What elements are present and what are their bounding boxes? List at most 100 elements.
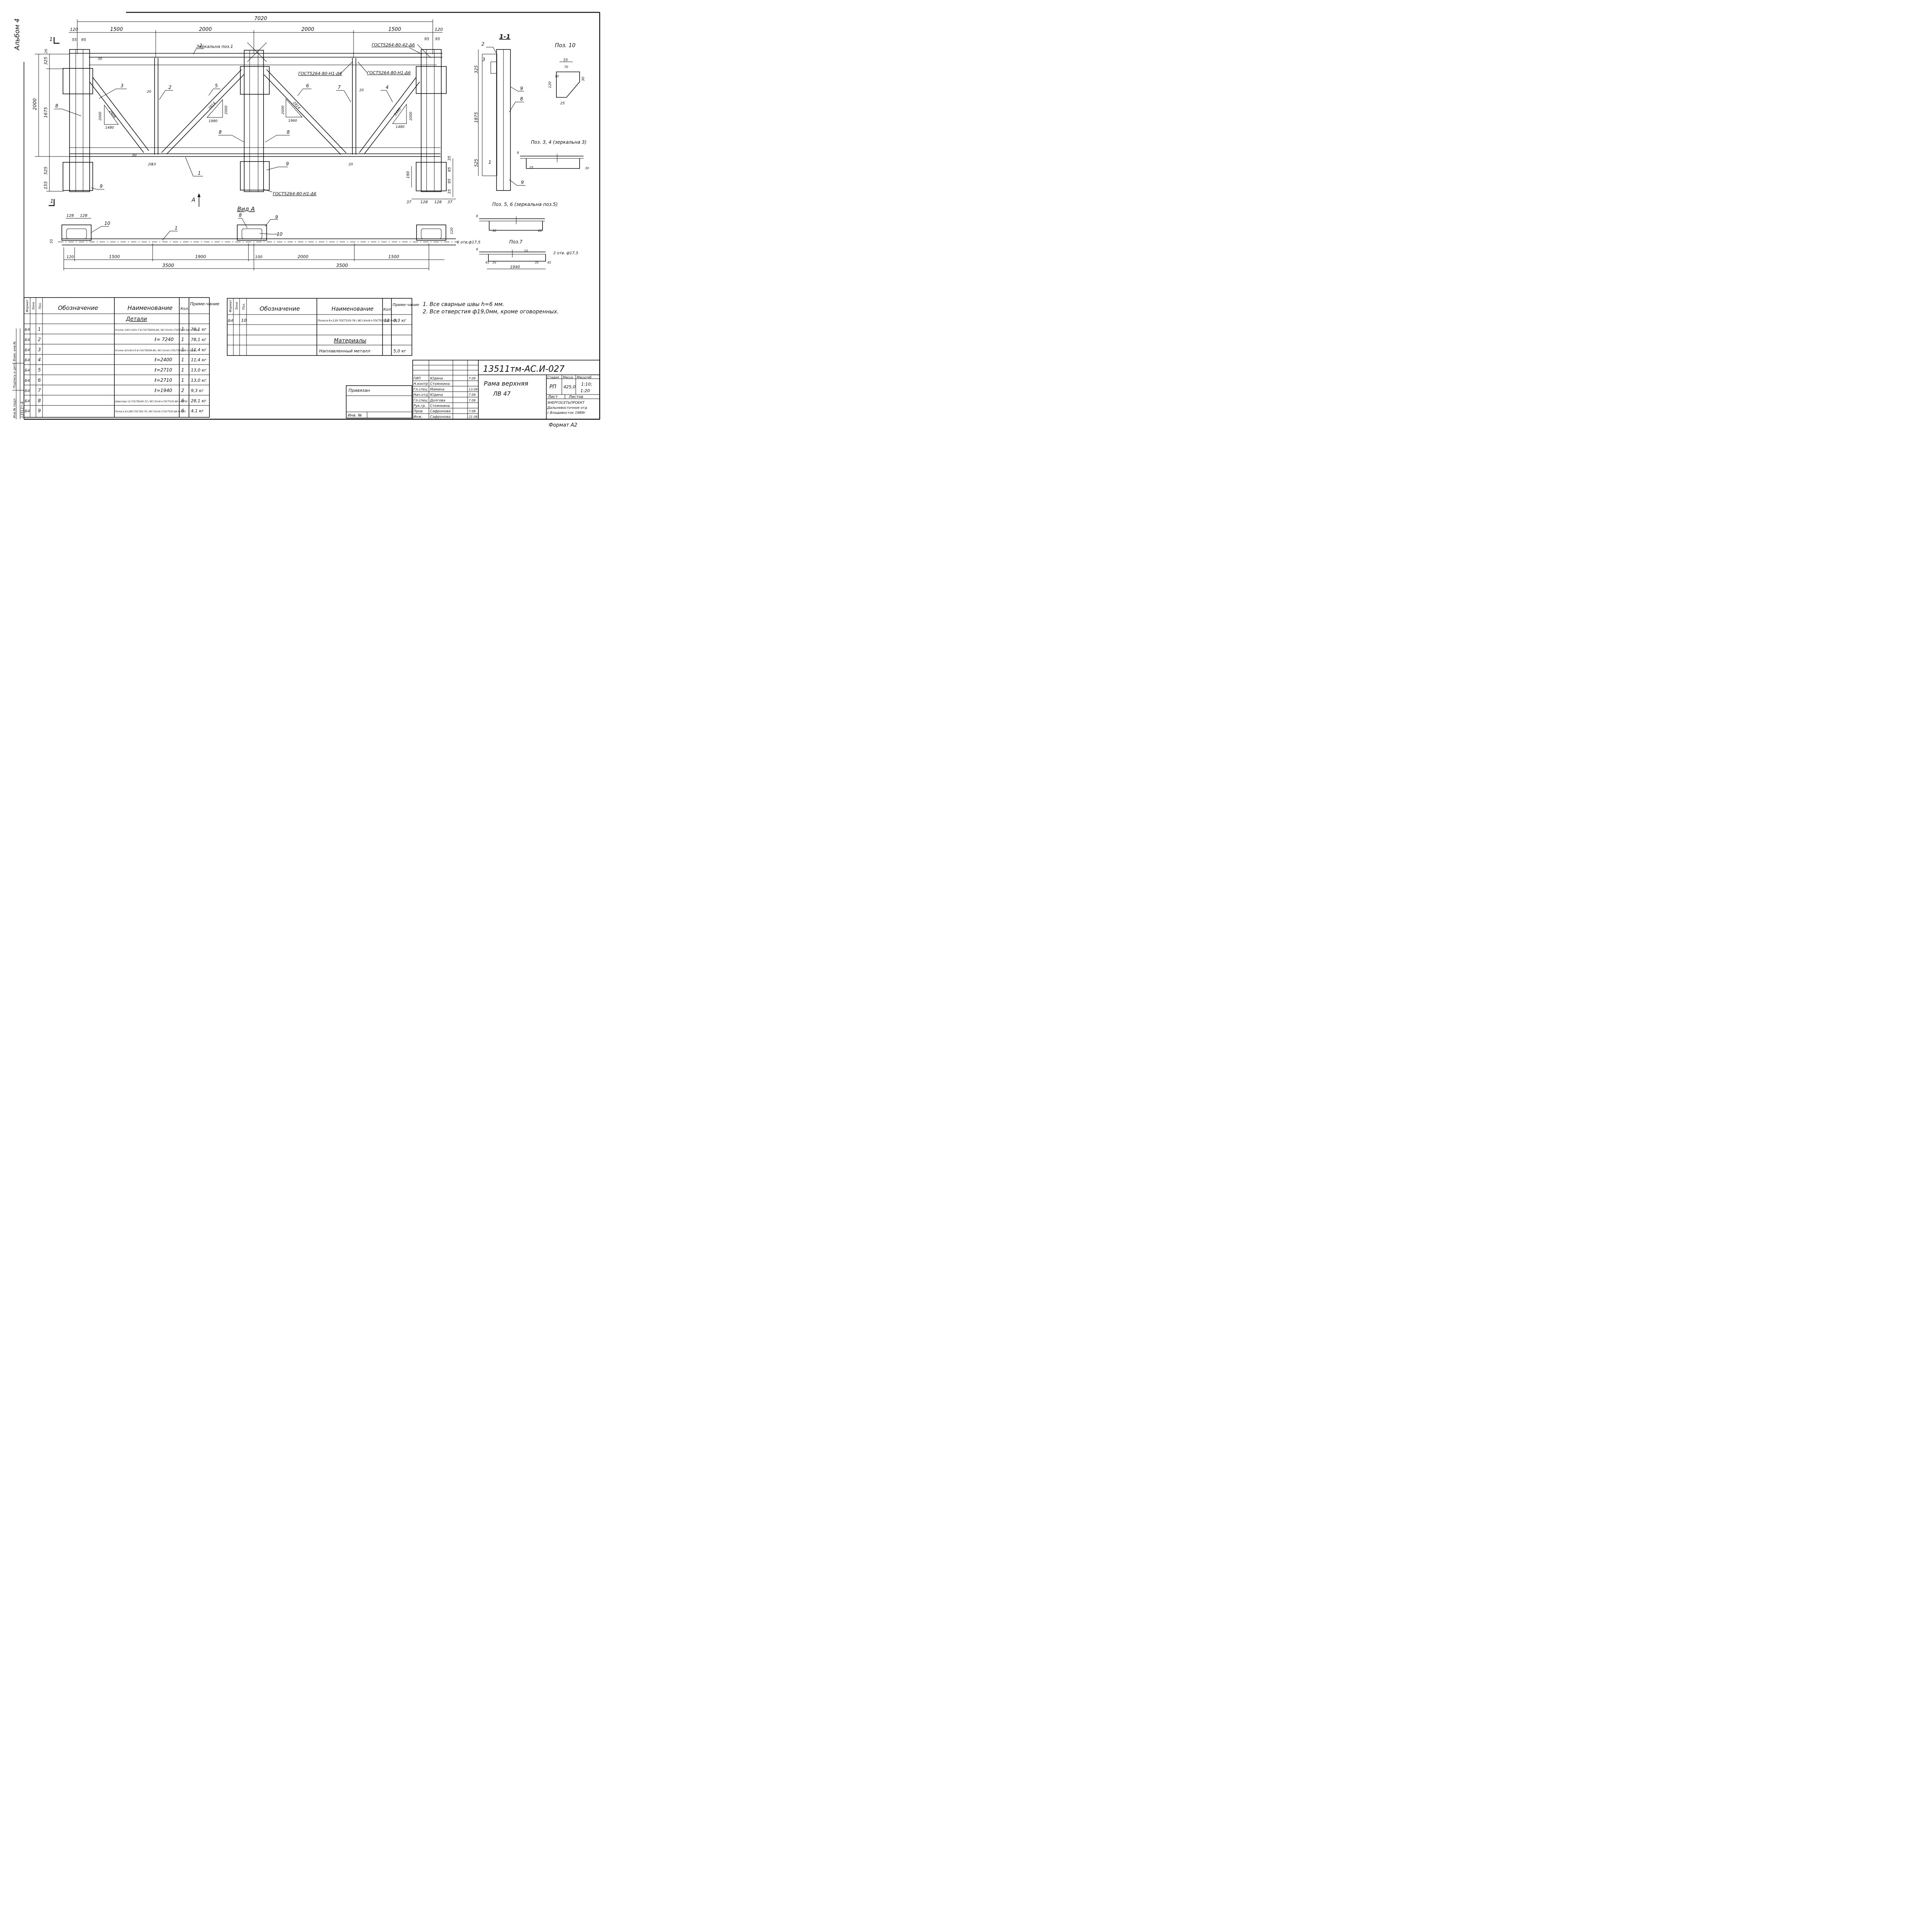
dim-total-height: 2000 bbox=[32, 98, 37, 110]
tb-person: Долгова bbox=[430, 399, 445, 403]
section-marks: 1 1 А bbox=[49, 37, 201, 207]
spec-row-format: Б4 bbox=[25, 409, 30, 413]
pos56-30: 30 bbox=[492, 229, 496, 233]
album-label: Альбом 4 bbox=[14, 19, 21, 51]
tri4-h: 2000 bbox=[409, 112, 413, 121]
view-arrow-icon bbox=[197, 193, 201, 197]
main-elevation bbox=[63, 42, 447, 192]
view-a-half-1: 3500 bbox=[162, 263, 174, 268]
view-a-dim-1500a: 1500 bbox=[109, 254, 120, 259]
spec-row-name: ℓ=2400 bbox=[154, 357, 172, 362]
pos34-title: Поз. 3, 4 (зеркальна 3) bbox=[531, 139, 587, 145]
spec-row-note: 9,3 кг bbox=[191, 388, 204, 393]
spec-right-r10-fmt: Б4 bbox=[228, 319, 233, 323]
dim-offset-left: 120 bbox=[70, 27, 78, 32]
tb-date: 21.08 bbox=[469, 415, 478, 418]
section-11-525: 525 bbox=[474, 159, 479, 167]
dim-offset-right: 120 bbox=[435, 27, 443, 32]
weld-20-left: 20 bbox=[147, 90, 151, 94]
dim-r-35a: 35 bbox=[447, 156, 452, 161]
pos10-title: Поз. 10 bbox=[555, 43, 575, 49]
spec-row-name: Швеллер 12-ГОСТ8240-72 / ВСт3пс6-I-ГОСТ5… bbox=[115, 400, 188, 403]
tb-person: Сафронова bbox=[430, 415, 451, 419]
tb-role: Н.контр bbox=[413, 382, 428, 386]
spec-right-mat-name: Наплавленный металл bbox=[319, 349, 370, 354]
spec-row-note: 13,0 кг bbox=[191, 368, 207, 373]
pos-label-9b: 9 bbox=[286, 161, 289, 167]
view-a-128a: 128 bbox=[66, 214, 74, 218]
dim-bolt-95-right-a: 95 bbox=[424, 37, 429, 41]
pos-label-6: 6 bbox=[306, 83, 309, 88]
doc-code: 13511тм-АС.И-027 bbox=[483, 364, 565, 374]
dim-w-128a: 128 bbox=[420, 200, 428, 204]
spec-row-name: ℓ=1940 bbox=[154, 388, 172, 393]
view-a-55: 55 bbox=[50, 239, 54, 243]
tb-org1: ЭНЕРГОСЕТЬПРОЕКТ bbox=[547, 401, 585, 405]
tb-date: 7.09 bbox=[469, 377, 476, 380]
weld-20-c: 20 bbox=[349, 163, 353, 167]
spec-row-pos: 5 bbox=[38, 367, 41, 373]
spec-left-h-qty: Кол. bbox=[180, 307, 189, 311]
dim-26: 26 bbox=[44, 49, 48, 53]
pos-label-7: 7 bbox=[338, 85, 341, 90]
dim-bolt-95-left: 95 bbox=[81, 38, 86, 42]
spec-right-h-zone: Зона bbox=[235, 302, 238, 310]
spec-row-qty: 1 bbox=[181, 367, 184, 373]
side-stamp-inv: Инв.№ подл. bbox=[13, 398, 16, 418]
doc-name: Рама верхняя bbox=[484, 380, 528, 387]
side-stamp-sign: Подпись и дата bbox=[13, 363, 16, 388]
spec-row-note: 78,1 кг bbox=[191, 337, 207, 342]
left-dimensions: 2000 26 325 1675 525 155 bbox=[32, 49, 70, 192]
doc-mark: ЛВ 47 bbox=[493, 390, 511, 397]
view-a-pos8: 8 bbox=[239, 213, 242, 218]
tb-org3: г.Владивосток 1989г bbox=[547, 411, 586, 415]
pos-7-detail: Поз.7 8 10 2 отв. ф17,5 45 35 35 45 1940 bbox=[476, 239, 578, 269]
pos10-70: 70 bbox=[564, 65, 568, 69]
spec-row-name: ℓ=2710 bbox=[154, 367, 172, 373]
spec-row-format: Б4 bbox=[25, 399, 30, 403]
tb-mass: 425,0 bbox=[563, 384, 576, 389]
tri2-h: 2000 bbox=[224, 105, 228, 114]
dim-w-128b: 128 bbox=[434, 200, 442, 204]
general-notes: 1. Все сварные швы h=6 мм. 2. Все отверс… bbox=[423, 301, 559, 315]
tb-date: 13.09 bbox=[469, 388, 478, 391]
spec-right-mat-note: 5,0 кг bbox=[393, 349, 406, 354]
spec-right-r10-pos: 10 bbox=[241, 318, 247, 323]
section-11-pos2: 2 bbox=[481, 41, 485, 47]
section-11-1875: 1875 bbox=[474, 112, 479, 123]
spec-row-pos: 4 bbox=[38, 357, 41, 362]
tb-stage: РП bbox=[549, 384, 556, 390]
view-a-dim-120: 120 bbox=[66, 255, 74, 259]
spec-row-pos: 9 bbox=[38, 408, 41, 413]
top-chord bbox=[70, 53, 442, 65]
pos7-10: 10 bbox=[524, 249, 528, 253]
spec-left-h-desig: Обозначение bbox=[58, 304, 98, 311]
section-11-pos8: 8 bbox=[520, 96, 523, 102]
pos-label-8c: 8 bbox=[287, 129, 290, 135]
tri2-base: 1980 bbox=[209, 119, 218, 123]
pos34-8: 8 bbox=[517, 151, 519, 155]
side-stamp: Инв.№ подл. Подпись и дата Взам. инв.№ 1… bbox=[12, 328, 24, 419]
pos7-holes: 2 отв. ф17,5 bbox=[553, 251, 578, 255]
view-a-dim-100: 100 bbox=[255, 255, 262, 259]
bottom-chord bbox=[70, 147, 440, 157]
dim-span-4: 1500 bbox=[388, 27, 401, 32]
tb-person: Мамина bbox=[430, 388, 444, 391]
dim-span-2: 2000 bbox=[199, 27, 212, 32]
diagonal-braces bbox=[89, 69, 420, 155]
spec-left-h-name: Наименование bbox=[128, 304, 173, 311]
tb-role: Гл.спец bbox=[413, 399, 427, 403]
spec-left-h-fmt: Формат bbox=[26, 299, 29, 312]
tri1-hyp: 2408 bbox=[108, 110, 117, 119]
section-11-pos9b: 9 bbox=[521, 180, 524, 185]
tb-role: Пров. bbox=[413, 410, 423, 413]
dim-155: 155 bbox=[43, 181, 48, 189]
section-11-title: 1-1 bbox=[499, 33, 510, 40]
dim-r-190: 190 bbox=[406, 171, 410, 179]
pos7-1940: 1940 bbox=[510, 265, 520, 269]
tb-scale1: 1:10; bbox=[581, 382, 592, 387]
spec-row-name: Полоса 6×280 ГОСТ82-70 / ВСт3пс6-I-ГОСТ5… bbox=[115, 410, 185, 413]
spec-row-format: Б4 bbox=[25, 348, 30, 352]
spec-right-h-desig: Обозначение bbox=[260, 305, 300, 312]
view-a-pos10a: 10 bbox=[104, 221, 111, 226]
